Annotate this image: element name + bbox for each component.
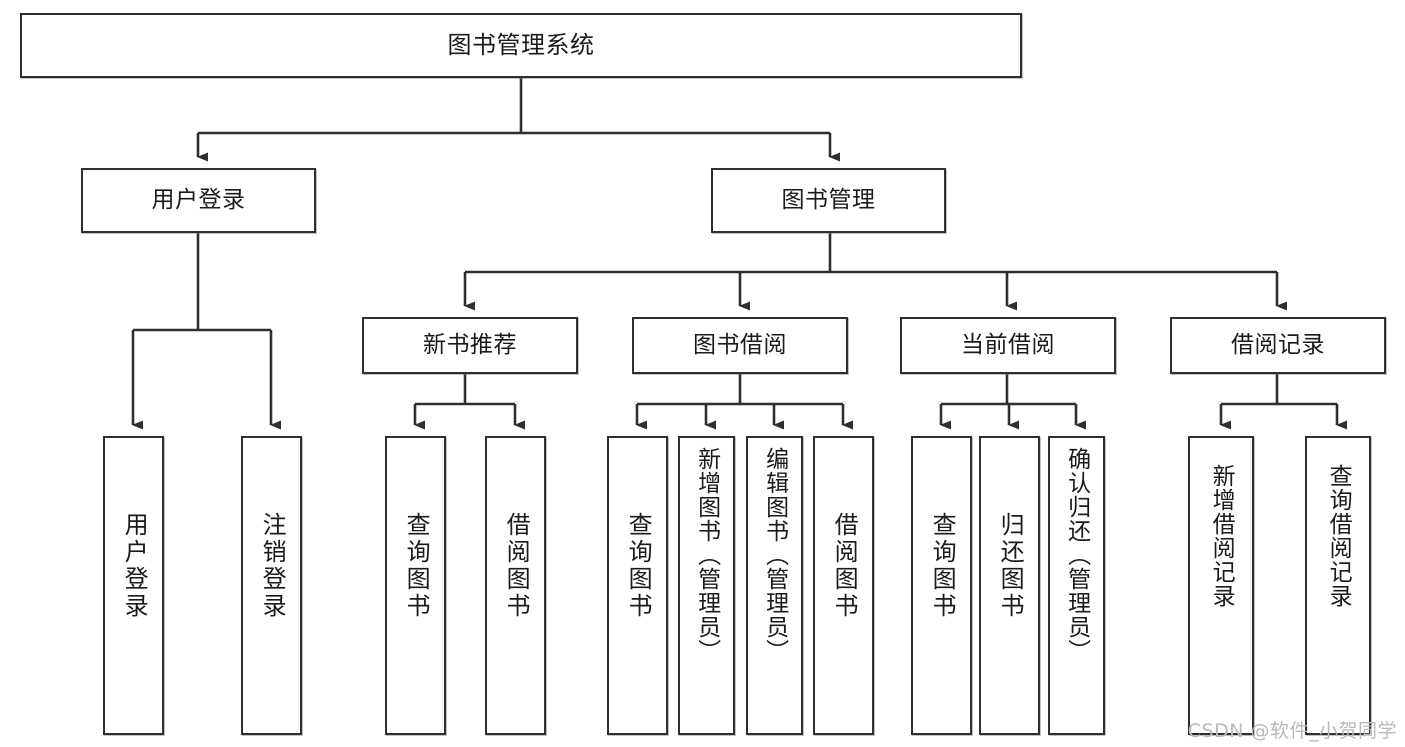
- node-root-system[interactable]: 图书管理系统: [20, 13, 1022, 78]
- node-book-manage-label: 图书管理: [781, 186, 876, 213]
- node-leaf-return-book[interactable]: 归还图书: [979, 436, 1040, 735]
- node-borrow-record[interactable]: 借阅记录: [1170, 317, 1386, 374]
- node-leaf-confirm-return-label: 确认归还（管理员）: [1063, 447, 1090, 663]
- csdn-watermark: CSDN @软件_小贺同学: [1187, 720, 1397, 742]
- node-leaf-add-record[interactable]: 新增借阅记录: [1188, 436, 1254, 735]
- node-leaf-borrow-book-1-label: 借阅图书: [502, 512, 531, 620]
- node-leaf-query-record[interactable]: 查询借阅记录: [1305, 436, 1371, 735]
- node-leaf-user-login-label: 用户登录: [120, 512, 149, 620]
- node-book-manage[interactable]: 图书管理: [711, 168, 946, 233]
- node-leaf-add-book-label: 新增图书（管理员）: [693, 447, 720, 663]
- node-current-borrow-label: 当前借阅: [961, 331, 1055, 358]
- node-user-login-label: 用户登录: [151, 186, 246, 213]
- node-leaf-query-book-1-label: 查询图书: [402, 512, 431, 620]
- node-leaf-query-book-3-label: 查询图书: [928, 512, 957, 620]
- node-leaf-query-record-label: 查询借阅记录: [1325, 464, 1352, 608]
- node-borrow-record-label: 借阅记录: [1231, 331, 1325, 358]
- node-book-borrow[interactable]: 图书借阅: [632, 317, 848, 374]
- node-leaf-query-book-2[interactable]: 查询图书: [607, 436, 668, 735]
- node-leaf-borrow-book-2[interactable]: 借阅图书: [813, 436, 874, 735]
- node-leaf-query-book-2-label: 查询图书: [624, 512, 653, 620]
- node-root-system-label: 图书管理系统: [447, 31, 595, 60]
- node-leaf-borrow-book-1[interactable]: 借阅图书: [485, 436, 546, 735]
- node-leaf-edit-book[interactable]: 编辑图书（管理员）: [746, 436, 803, 735]
- node-leaf-user-login[interactable]: 用户登录: [103, 436, 164, 735]
- node-new-book-rec[interactable]: 新书推荐: [362, 317, 578, 374]
- node-leaf-confirm-return[interactable]: 确认归还（管理员）: [1048, 436, 1105, 735]
- node-leaf-query-book-3[interactable]: 查询图书: [911, 436, 972, 735]
- node-leaf-return-book-label: 归还图书: [996, 512, 1025, 620]
- node-leaf-edit-book-label: 编辑图书（管理员）: [761, 447, 788, 663]
- node-user-login[interactable]: 用户登录: [81, 168, 316, 233]
- node-new-book-rec-label: 新书推荐: [423, 331, 517, 358]
- node-current-borrow[interactable]: 当前借阅: [900, 317, 1116, 374]
- node-leaf-add-book[interactable]: 新增图书（管理员）: [678, 436, 735, 735]
- node-leaf-query-book-1[interactable]: 查询图书: [385, 436, 446, 735]
- node-leaf-add-record-label: 新增借阅记录: [1208, 464, 1235, 608]
- node-leaf-user-logout-label: 注销登录: [258, 512, 287, 620]
- node-leaf-borrow-book-2-label: 借阅图书: [830, 512, 859, 620]
- node-leaf-user-logout[interactable]: 注销登录: [241, 436, 302, 735]
- node-book-borrow-label: 图书借阅: [693, 331, 787, 358]
